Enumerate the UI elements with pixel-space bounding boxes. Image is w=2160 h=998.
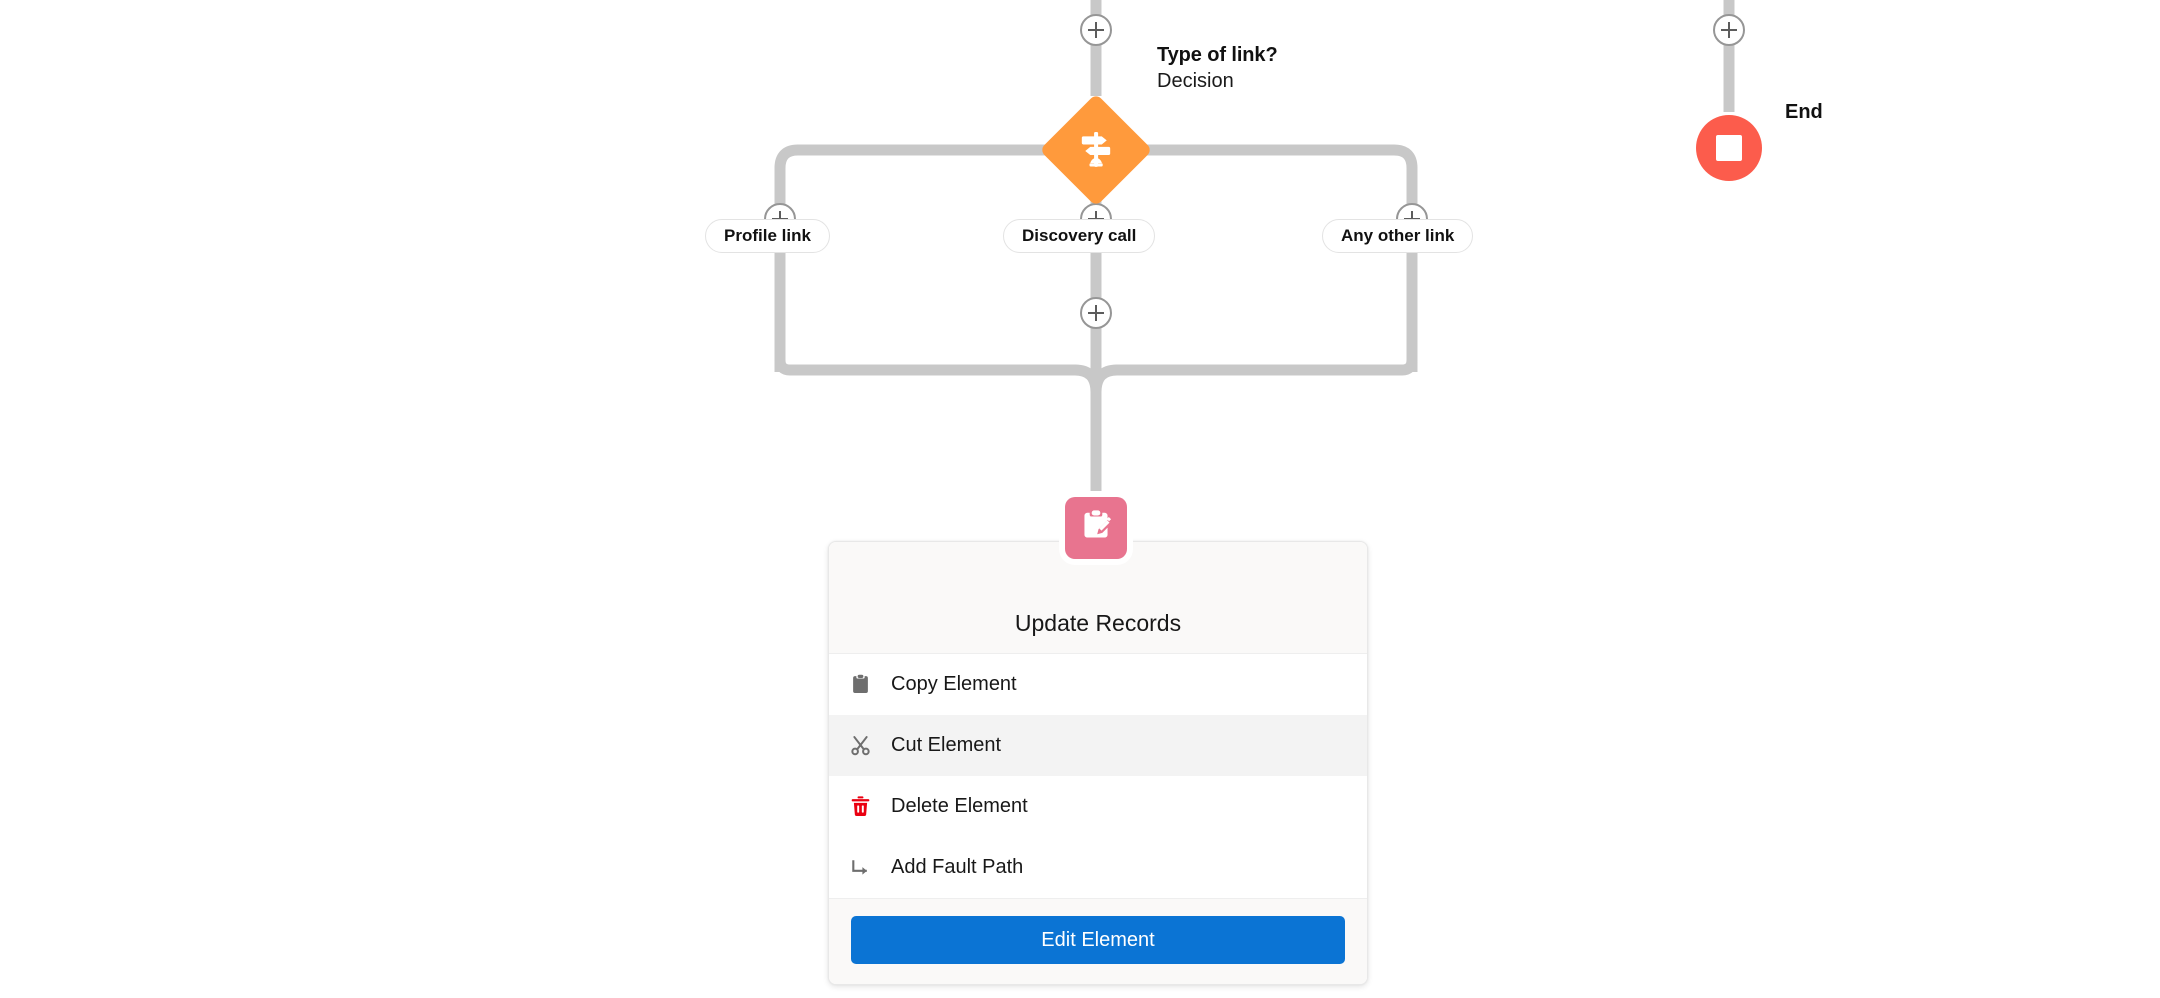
- scissors-icon: [849, 734, 883, 757]
- decision-node-title: Type of link?: [1157, 44, 1278, 66]
- branch-pill-label: Any other link: [1341, 226, 1455, 245]
- menu-item-label: Cut Element: [891, 734, 1002, 756]
- decision-node-label: Type of link? Decision: [1157, 42, 1278, 95]
- branch-pill-label: Profile link: [724, 226, 811, 245]
- branch-pill-discovery-call[interactable]: Discovery call: [1003, 219, 1156, 253]
- stop-square-icon: [1716, 135, 1742, 161]
- branch-pill-label: Discovery call: [1022, 226, 1137, 245]
- clipboard-icon: [849, 673, 883, 696]
- menu-item-label: Copy Element: [891, 673, 1017, 695]
- update-records-element-icon[interactable]: [1065, 497, 1127, 559]
- add-element-after-merge-button[interactable]: [1080, 297, 1112, 329]
- trash-icon: [849, 795, 883, 818]
- element-context-menu[interactable]: Update Records Copy Element: [828, 541, 1368, 985]
- menu-item-label: Add Fault Path: [891, 856, 1024, 878]
- add-element-above-decision-button[interactable]: [1080, 14, 1112, 46]
- edit-element-button[interactable]: Edit Element: [851, 916, 1345, 964]
- context-menu-footer: Edit Element: [829, 898, 1367, 984]
- menu-item-copy-element[interactable]: Copy Element: [829, 654, 1367, 715]
- signpost-icon: [1056, 110, 1136, 190]
- branch-pill-profile-link[interactable]: Profile link: [705, 219, 830, 253]
- clipboard-pencil-icon: [1078, 508, 1114, 549]
- add-element-before-end-button[interactable]: [1713, 14, 1745, 46]
- menu-item-add-fault-path[interactable]: Add Fault Path: [829, 837, 1367, 898]
- fault-path-arrow-icon: [849, 856, 883, 879]
- menu-item-label: Delete Element: [891, 795, 1028, 817]
- branch-pill-any-other-link[interactable]: Any other link: [1322, 219, 1474, 253]
- context-menu-header: Update Records: [829, 542, 1367, 654]
- context-menu-element-title: Update Records: [1014, 610, 1182, 636]
- end-node-label: End: [1785, 101, 1823, 123]
- decision-node[interactable]: [1039, 93, 1153, 207]
- decision-node-subtitle: Decision: [1157, 70, 1234, 92]
- menu-item-delete-element[interactable]: Delete Element: [829, 776, 1367, 837]
- end-node[interactable]: [1696, 115, 1762, 181]
- menu-item-cut-element[interactable]: Cut Element: [829, 715, 1367, 776]
- context-menu-items: Copy Element Cut Element: [829, 654, 1367, 898]
